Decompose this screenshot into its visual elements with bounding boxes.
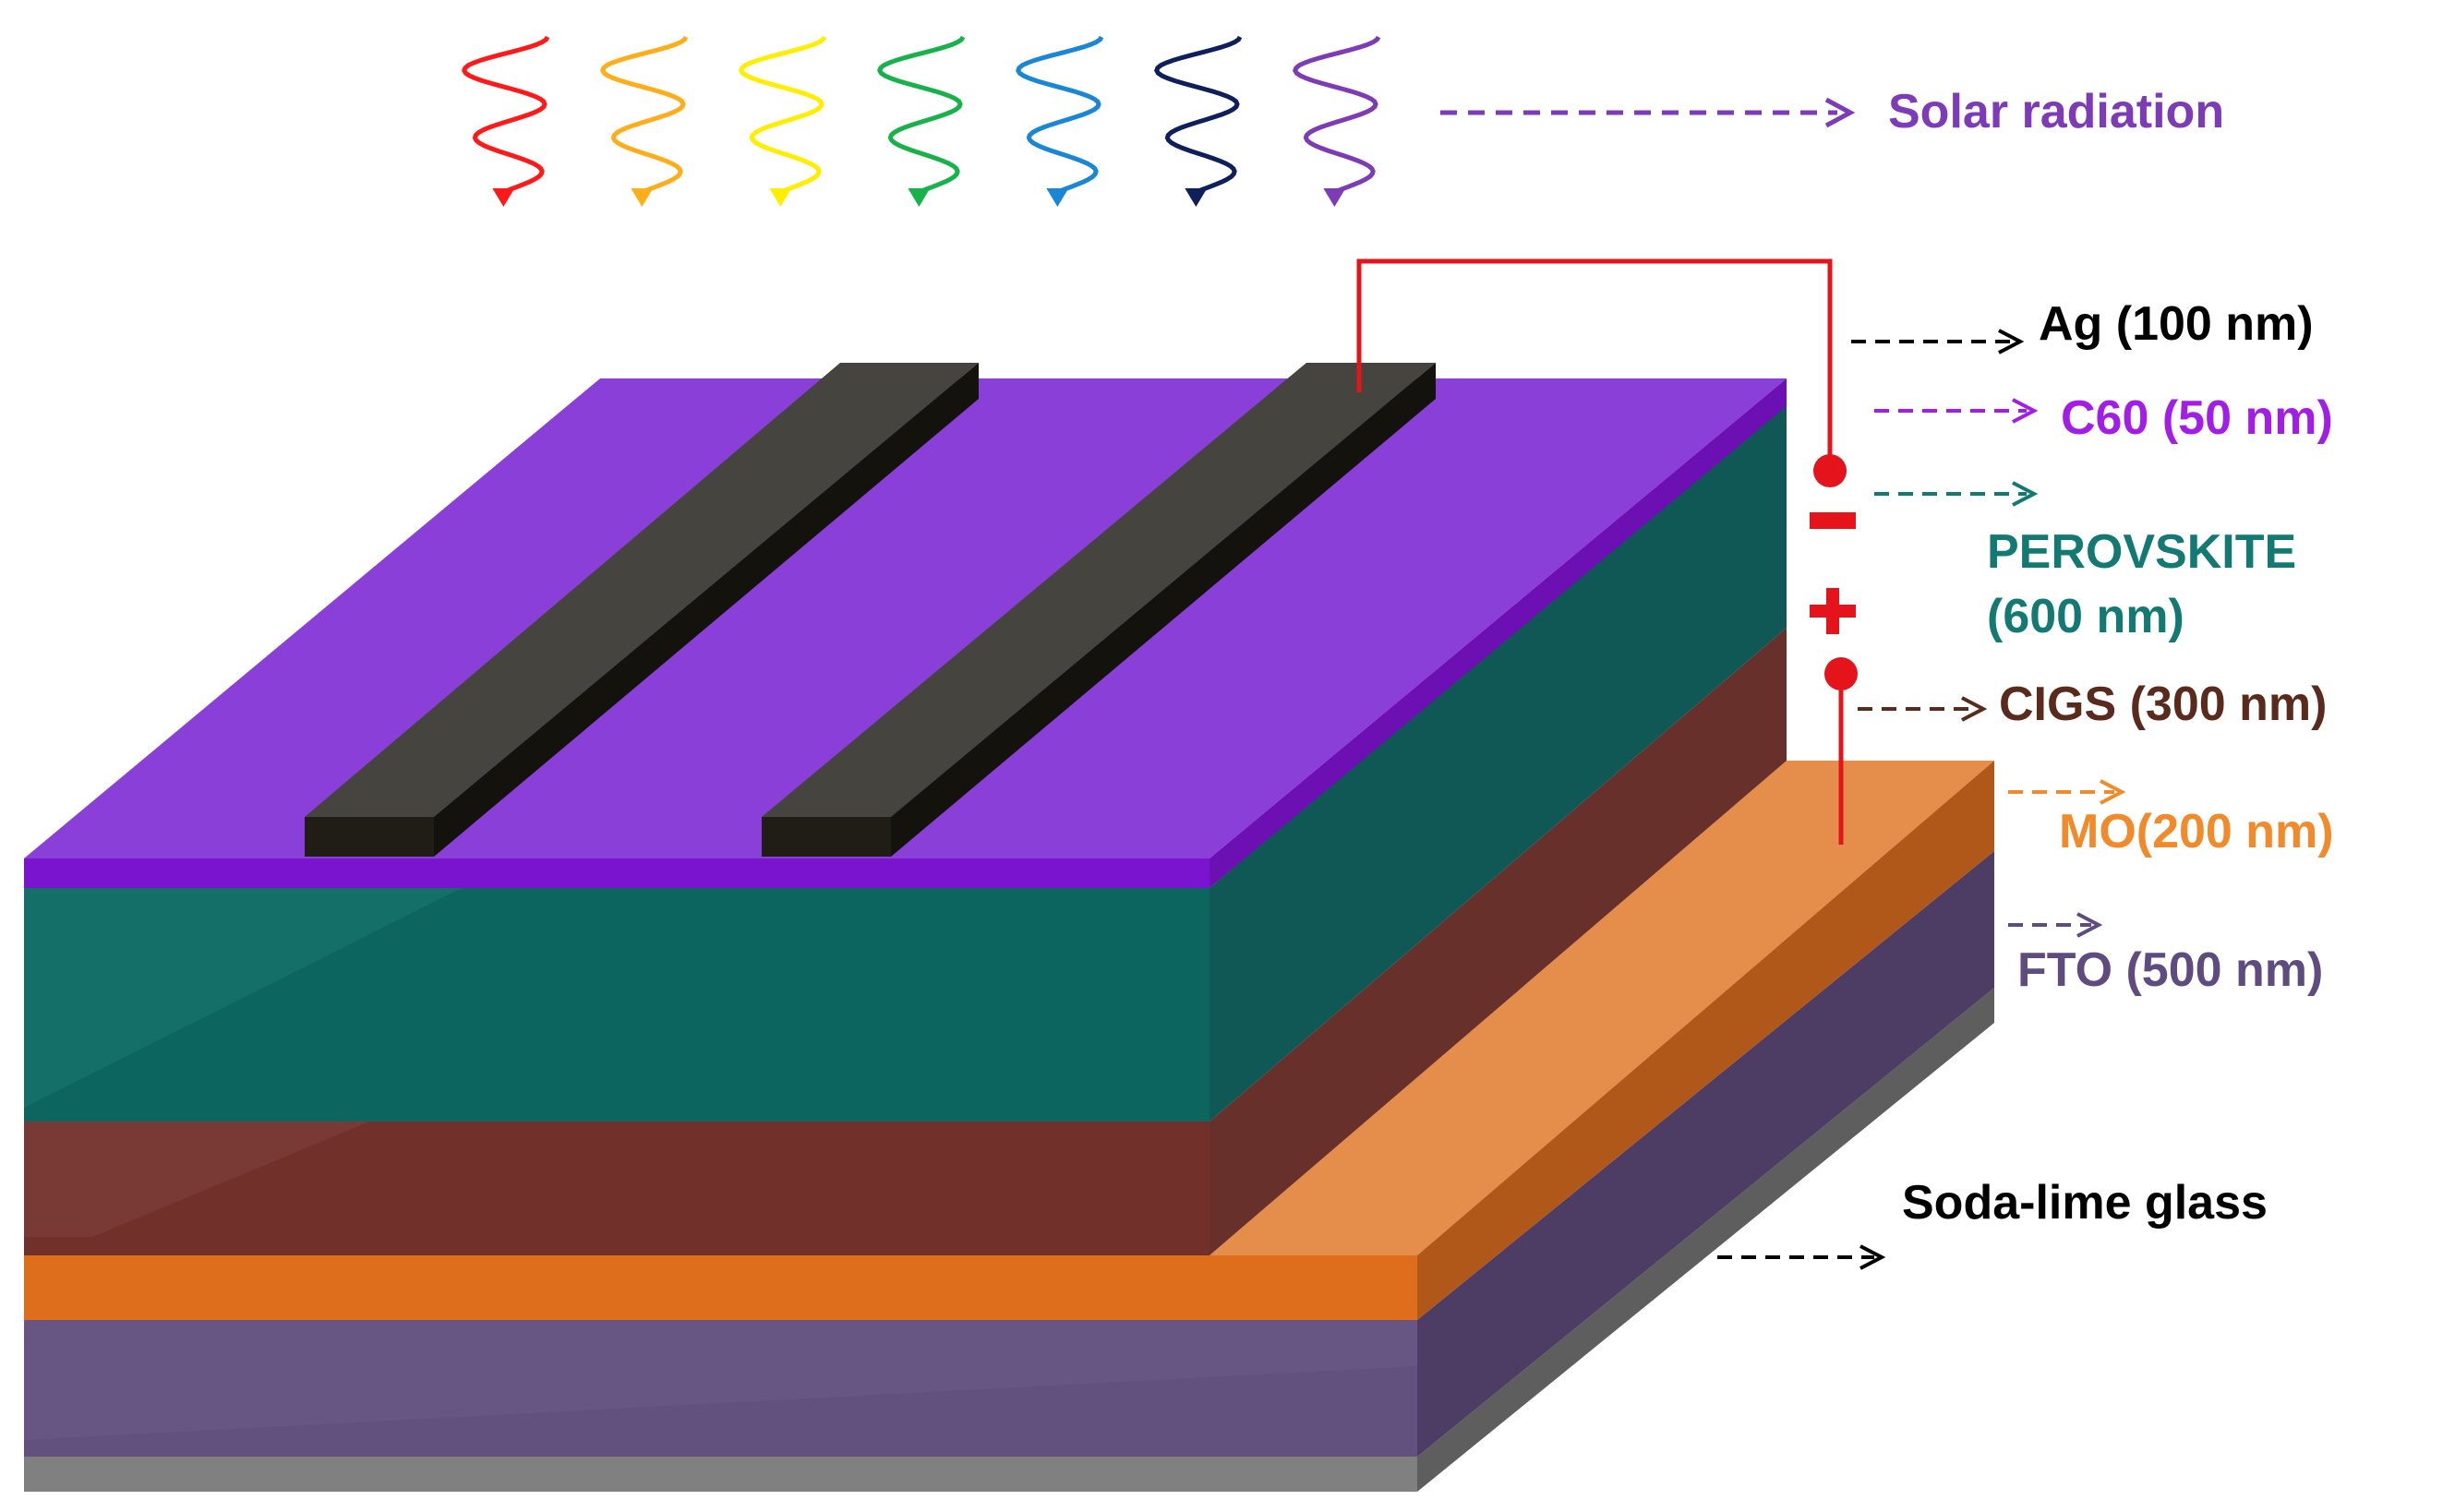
fto-label: FTO (500 nm)	[2017, 943, 2323, 997]
solar-radiation-pointer-head	[1824, 97, 1856, 128]
cigs-pointer	[1858, 696, 1988, 722]
radiation-arrowhead	[1185, 188, 1208, 207]
radiation-wave	[462, 35, 550, 195]
radiation-arrowhead	[631, 188, 654, 207]
radiation-wave	[600, 35, 689, 195]
glass-label: Soda-lime glass	[1902, 1176, 2268, 1230]
external-circuit	[1356, 258, 1858, 845]
radiation-wave	[1016, 35, 1104, 195]
radiation-wave	[877, 35, 966, 195]
ag-electrode-2	[762, 363, 1436, 857]
mo-label: MO(200 nm)	[2059, 805, 2334, 858]
ag-electrode-1	[305, 363, 979, 857]
solar-radiation-waves	[462, 35, 1381, 207]
radiation-arrowhead	[769, 188, 792, 207]
radiation-arrowhead	[1046, 188, 1069, 207]
radiation-wave	[1154, 35, 1243, 195]
fto-layer	[24, 851, 1994, 1457]
radiation-arrowhead	[492, 188, 515, 207]
perovskite-layer	[24, 399, 1787, 1122]
perovskite-pointer	[1874, 481, 2039, 507]
mo-layer	[24, 761, 1994, 1320]
radiation-wave	[739, 35, 827, 195]
cigs-label: CIGS (300 nm)	[1999, 678, 2327, 731]
radiation-arrowhead	[908, 188, 931, 207]
c60-pointer	[1874, 398, 2039, 424]
ag-label: Ag (100 nm)	[2039, 297, 2314, 351]
fto-pointer	[2008, 912, 2103, 938]
c60-label: C60 (50 nm)	[2061, 391, 2333, 445]
solar-radiation-label: Solar radiation	[1888, 85, 2224, 138]
ag-pointer	[1851, 329, 2025, 354]
soda-lime-glass-layer	[24, 988, 1994, 1492]
glass-pointer	[1717, 1244, 1886, 1270]
perovskite-label-line2: (600 nm)	[1987, 590, 2184, 643]
cigs-layer	[24, 628, 1787, 1255]
negative-terminal-sign	[1810, 512, 1856, 529]
mo-pointer	[2008, 779, 2126, 805]
perovskite-label-line1: PEROVSKITE	[1987, 525, 2296, 579]
radiation-arrowhead	[1323, 188, 1346, 207]
radiation-wave	[1293, 35, 1381, 195]
